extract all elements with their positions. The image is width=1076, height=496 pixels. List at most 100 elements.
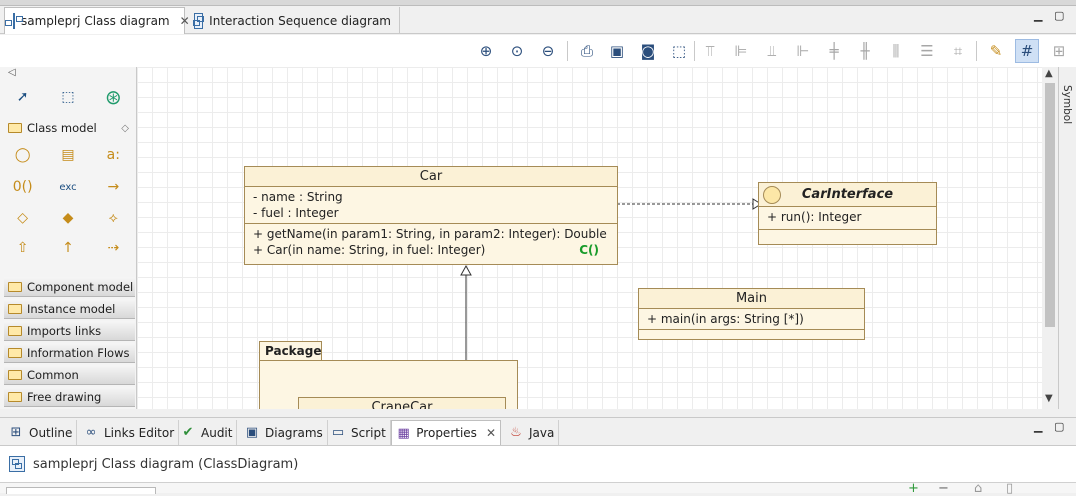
association-tool-icon[interactable]: → [107, 179, 120, 195]
print-icon[interactable]: ⎙ [580, 42, 593, 60]
properties-header: sampleprj Class diagram (ClassDiagram) [0, 445, 1076, 482]
scroll-down-icon[interactable]: ▼ [1045, 393, 1053, 404]
scroll-up-icon[interactable]: ▲ [1045, 68, 1053, 79]
exception-tool-icon[interactable]: exc [59, 181, 77, 193]
layout-icon[interactable]: ⊞ [1052, 42, 1066, 60]
tab-properties[interactable]: ▦ Properties ✕ [391, 420, 501, 445]
drawer-information-flows[interactable]: Information Flows [4, 343, 135, 363]
palette-tool-row: ◇ ◆ ⟡ [0, 206, 136, 230]
constructor-row[interactable]: + Car(in name: String, in fuel: Integer)… [253, 242, 609, 258]
grid-toggle-icon[interactable]: # [1015, 39, 1039, 63]
camera-icon[interactable]: ◙ [640, 42, 656, 60]
maximize-icon[interactable]: ▢ [1054, 420, 1065, 433]
drawer-free-drawing[interactable]: Free drawing [4, 387, 135, 407]
tab-sequence-diagram[interactable]: Interaction Sequence diagram [186, 7, 400, 34]
align-bottom-icon[interactable]: ⫫ [767, 42, 777, 60]
class-tool-icon[interactable]: ◯ [14, 147, 31, 163]
maximize-icon[interactable]: ▢ [1054, 9, 1065, 22]
generalization-tool-icon[interactable]: ⇧ [16, 240, 29, 256]
aggregation-tool-icon[interactable]: ◇ [17, 210, 29, 226]
drawer-class-model-label: Class model [27, 121, 97, 135]
minimize-icon[interactable]: ▁ [1034, 9, 1043, 22]
add-icon[interactable]: + [908, 481, 919, 496]
zoom-in-icon[interactable]: ⊕ [479, 42, 493, 60]
remove-icon[interactable]: − [938, 481, 949, 496]
script-icon: ▭ [331, 425, 345, 440]
drawer-class-model[interactable]: Class model ◇ [4, 118, 135, 138]
align-right-icon[interactable]: ⊩ [796, 42, 810, 60]
tab-diagrams[interactable]: ▣ Diagrams [240, 420, 328, 445]
realization-tool-icon[interactable]: ⇢ [107, 240, 120, 256]
save-icon[interactable]: ▣ [609, 42, 625, 60]
class-car[interactable]: Car - name : String - fuel : Integer + g… [244, 166, 618, 265]
distribute-vertical-icon[interactable]: ☰ [920, 42, 934, 60]
drawer-label: Common [27, 367, 79, 382]
operation-row[interactable]: + getName(in param1: String, in param2: … [253, 227, 607, 241]
class-cranecar[interactable]: CraneCar [298, 397, 506, 409]
drawer-imports-links[interactable]: Imports links [4, 321, 135, 341]
move-up-icon[interactable]: ⌂ [974, 481, 983, 496]
tab-java[interactable]: ♨ Java [504, 420, 560, 445]
composition-tool-icon[interactable]: ◆ [62, 210, 74, 226]
close-icon[interactable]: ✕ [179, 14, 190, 28]
palette-collapse-icon[interactable]: ◁ [8, 67, 16, 78]
tab-label: Diagrams [265, 425, 323, 440]
datatype-tool-icon[interactable]: ▤ [61, 147, 75, 163]
minimize-icon[interactable]: ▁ [1034, 420, 1043, 433]
tab-links-editor[interactable]: ∞ Links Editor [79, 420, 180, 445]
tab-label: Script [351, 425, 386, 440]
marquee-icon[interactable]: ⬚ [61, 89, 75, 105]
close-icon[interactable]: ✕ [485, 426, 496, 440]
symbol-sidebar[interactable]: Symbol [1058, 67, 1076, 409]
tab-audit[interactable]: ✔ Audit [176, 420, 238, 445]
tab-label: Links Editor [104, 425, 175, 440]
select-area-icon[interactable]: ⬚ [671, 42, 687, 60]
tab-class-diagram[interactable]: sampleprj Class diagram ✕ [4, 7, 190, 34]
move-down-icon[interactable]: ▯ [1006, 481, 1014, 496]
distribute-horizontal-icon[interactable]: ⫼ [892, 42, 900, 60]
same-size-icon[interactable]: ⌗ [953, 42, 963, 60]
properties-subtab[interactable] [6, 487, 156, 494]
palette-tool-row: ➚ ⬚ ⊛ [0, 85, 136, 109]
drawer-instance-model[interactable]: Instance model [4, 299, 135, 319]
class-cranecar-title: CraneCar [299, 398, 505, 409]
tab-script[interactable]: ▭ Script [326, 420, 391, 445]
tab-outline[interactable]: ⊞ Outline [4, 420, 78, 445]
palette: ◁ ➚ ⬚ ⊛ Class model ◇ ◯ ▤ a: 0() exc → ◇… [0, 67, 137, 409]
attribute-row[interactable]: - name : String [253, 190, 343, 204]
class-main[interactable]: Main + main(in args: String [*]) [638, 288, 865, 340]
attribute-tool-icon[interactable]: a: [106, 147, 120, 163]
attribute-row[interactable]: - fuel : Integer [253, 206, 339, 220]
bottom-view-tabs: ⊞ Outline ∞ Links Editor ✔ Audit ▣ Diagr… [0, 417, 1076, 445]
package-tab[interactable]: Package [259, 341, 322, 361]
constructor-badge: C() [579, 243, 599, 257]
folder-icon [8, 391, 22, 402]
diagram-canvas[interactable]: Car - name : String - fuel : Integer + g… [137, 67, 1042, 409]
align-left-icon[interactable]: ⊫ [734, 42, 748, 60]
drawer-toggle-icon[interactable]: ◇ [121, 122, 129, 134]
zoom-out-icon[interactable]: ⊖ [541, 42, 555, 60]
align-center-vertical-icon[interactable]: ╪ [829, 42, 839, 60]
navigable-tool-icon[interactable]: ⟡ [108, 210, 118, 226]
tab-label: Audit [201, 425, 233, 440]
align-top-icon[interactable]: ⫪ [705, 42, 715, 60]
canvas-vertical-scrollbar[interactable]: ▲ ▼ [1042, 67, 1058, 409]
drawer-common[interactable]: Common [4, 365, 135, 385]
interface-title: CarInterface [759, 183, 936, 207]
package-body[interactable]: CraneCar [259, 360, 518, 409]
select-arrow-icon[interactable]: ➚ [16, 89, 29, 105]
drawer-label: Instance model [27, 301, 116, 316]
properties-footer: + − ⌂ ▯ [0, 481, 1076, 496]
operation-row[interactable]: + run(): Integer [767, 210, 862, 224]
inheritance-tool-icon[interactable]: ↑ [62, 240, 74, 256]
interface-carinterface[interactable]: CarInterface + run(): Integer [758, 182, 937, 245]
format-painter-icon[interactable]: ✎ [989, 42, 1003, 60]
zoom-reset-icon[interactable]: ⊙ [510, 42, 524, 60]
scrollbar-thumb[interactable] [1045, 83, 1055, 327]
operation-row[interactable]: + main(in args: String [*]) [647, 312, 804, 326]
connection-icon[interactable]: ⊛ [104, 85, 122, 109]
operation-tool-icon[interactable]: 0() [12, 179, 33, 195]
drawer-component-model[interactable]: Component model [4, 277, 135, 297]
toolbar-separator [976, 41, 977, 61]
align-center-horizontal-icon[interactable]: ╫ [860, 42, 870, 60]
